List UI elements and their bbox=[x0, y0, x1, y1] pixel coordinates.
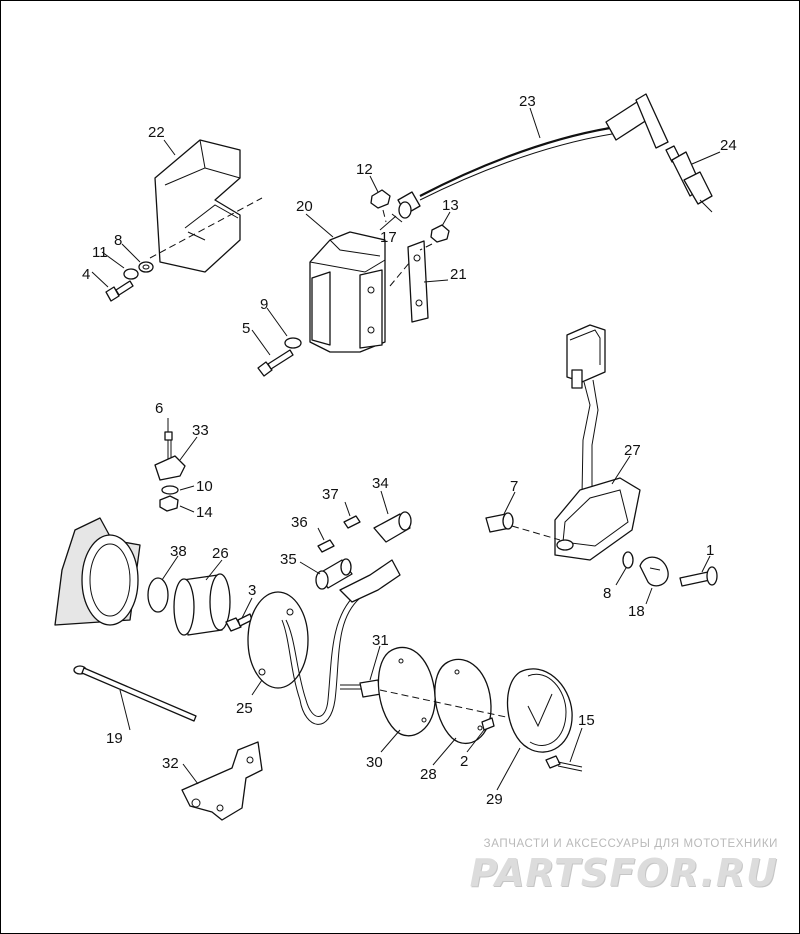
callout-29: 29 bbox=[486, 791, 503, 808]
engine-case-housing bbox=[54, 517, 141, 626]
callout-22: 22 bbox=[148, 124, 165, 141]
watermark-brand: PARTSFOR.RU bbox=[469, 851, 778, 895]
part-18-clip[interactable] bbox=[639, 556, 669, 587]
callout-18: 18 bbox=[628, 603, 645, 620]
part-34-connector[interactable] bbox=[373, 511, 412, 543]
callout-15: 15 bbox=[578, 712, 595, 729]
part-15-screw[interactable] bbox=[545, 755, 583, 772]
leader-12 bbox=[382, 209, 387, 223]
watermark-tagline: ЗАПЧАСТИ И АКСЕССУАРЫ ДЛЯ МОТОТЕХНИКИ bbox=[483, 838, 778, 850]
callout-33: 33 bbox=[192, 422, 209, 439]
part-12-nut[interactable] bbox=[370, 189, 391, 209]
harness-connector[interactable] bbox=[339, 559, 401, 603]
callout-10: 10 bbox=[196, 478, 213, 495]
part-36-pin[interactable] bbox=[317, 539, 335, 553]
part-1-screw[interactable] bbox=[679, 566, 718, 587]
callout-28: 28 bbox=[420, 766, 437, 783]
part-8-washer-right[interactable] bbox=[622, 551, 634, 569]
callout-34: 34 bbox=[372, 475, 389, 492]
callout-numbers: 22 4 11 8 5 9 20 12 17 13 21 23 24 27 7 … bbox=[82, 93, 737, 808]
part-5-screw[interactable] bbox=[257, 349, 294, 377]
part-3-screw[interactable] bbox=[225, 613, 253, 632]
part-4-screw[interactable] bbox=[105, 280, 134, 302]
leader-13 bbox=[419, 243, 433, 251]
callout-6: 6 bbox=[155, 400, 163, 417]
part-14-nut[interactable] bbox=[159, 495, 179, 512]
part-20-ignition-coil[interactable] bbox=[309, 231, 386, 353]
part-25-sensor-plate[interactable] bbox=[247, 591, 361, 725]
leader-22 bbox=[149, 197, 263, 259]
part-31-stud[interactable] bbox=[340, 679, 382, 698]
part-32-bracket[interactable] bbox=[181, 741, 263, 821]
callout-20: 20 bbox=[296, 198, 313, 215]
callout-5: 5 bbox=[242, 320, 250, 337]
part-23-spark-plug-wire[interactable] bbox=[397, 93, 669, 219]
callout-19: 19 bbox=[106, 730, 123, 747]
part-37-pin[interactable] bbox=[343, 515, 361, 529]
callout-14: 14 bbox=[196, 504, 213, 521]
callout-35: 35 bbox=[280, 551, 297, 568]
callout-11: 11 bbox=[92, 244, 108, 261]
callout-13: 13 bbox=[442, 197, 459, 214]
part-24-spark-plug[interactable] bbox=[665, 145, 713, 213]
callout-32: 32 bbox=[162, 755, 179, 772]
callout-37: 37 bbox=[322, 486, 339, 503]
callout-21: 21 bbox=[450, 266, 467, 283]
leader-lines bbox=[91, 107, 721, 791]
callout-30: 30 bbox=[366, 754, 383, 771]
callout-25: 25 bbox=[236, 700, 253, 717]
part-22-coil-cover[interactable] bbox=[154, 139, 241, 273]
part-17-boot[interactable] bbox=[391, 213, 403, 223]
callout-31: 31 bbox=[372, 632, 389, 649]
part-26-rotor[interactable] bbox=[173, 573, 231, 636]
callout-9: 9 bbox=[260, 296, 268, 313]
leader-21 bbox=[389, 261, 411, 287]
part-38-seal[interactable] bbox=[147, 577, 169, 613]
part-2-screw[interactable] bbox=[481, 717, 495, 731]
callout-8: 8 bbox=[114, 232, 122, 249]
part-9-washer[interactable] bbox=[284, 337, 302, 349]
part-33-clamp[interactable] bbox=[154, 455, 186, 481]
callout-38: 38 bbox=[170, 543, 187, 560]
callout-12: 12 bbox=[356, 161, 373, 178]
callout-7: 7 bbox=[510, 478, 518, 495]
callout-36: 36 bbox=[291, 514, 308, 531]
leader-7 bbox=[511, 525, 561, 541]
callout-4: 4 bbox=[82, 266, 90, 283]
part-19-cable-tie[interactable] bbox=[73, 665, 197, 722]
callout-26: 26 bbox=[212, 545, 229, 562]
callout-2: 2 bbox=[460, 753, 468, 770]
callout-3: 3 bbox=[248, 582, 256, 599]
part-11-washer[interactable] bbox=[123, 268, 139, 280]
part-30-gasket[interactable] bbox=[377, 646, 436, 737]
part-27-ignition-module[interactable] bbox=[554, 324, 641, 561]
part-21-plate[interactable] bbox=[407, 240, 429, 323]
part-13-nut[interactable] bbox=[430, 224, 450, 243]
callout-27: 27 bbox=[624, 442, 641, 459]
leader-30 bbox=[379, 689, 521, 721]
callout-1: 1 bbox=[706, 542, 714, 559]
callout-23: 23 bbox=[519, 93, 536, 110]
part-7-spacer[interactable] bbox=[485, 512, 514, 533]
callout-17: 17 bbox=[380, 229, 397, 246]
callout-8-right: 8 bbox=[603, 585, 611, 602]
part-29-cover[interactable] bbox=[506, 668, 573, 753]
callout-24: 24 bbox=[720, 137, 737, 154]
part-8-washer[interactable] bbox=[138, 261, 154, 273]
part-28-gasket[interactable] bbox=[434, 658, 492, 744]
part-10-washer[interactable] bbox=[161, 485, 179, 495]
part-35-connector[interactable] bbox=[315, 558, 353, 590]
